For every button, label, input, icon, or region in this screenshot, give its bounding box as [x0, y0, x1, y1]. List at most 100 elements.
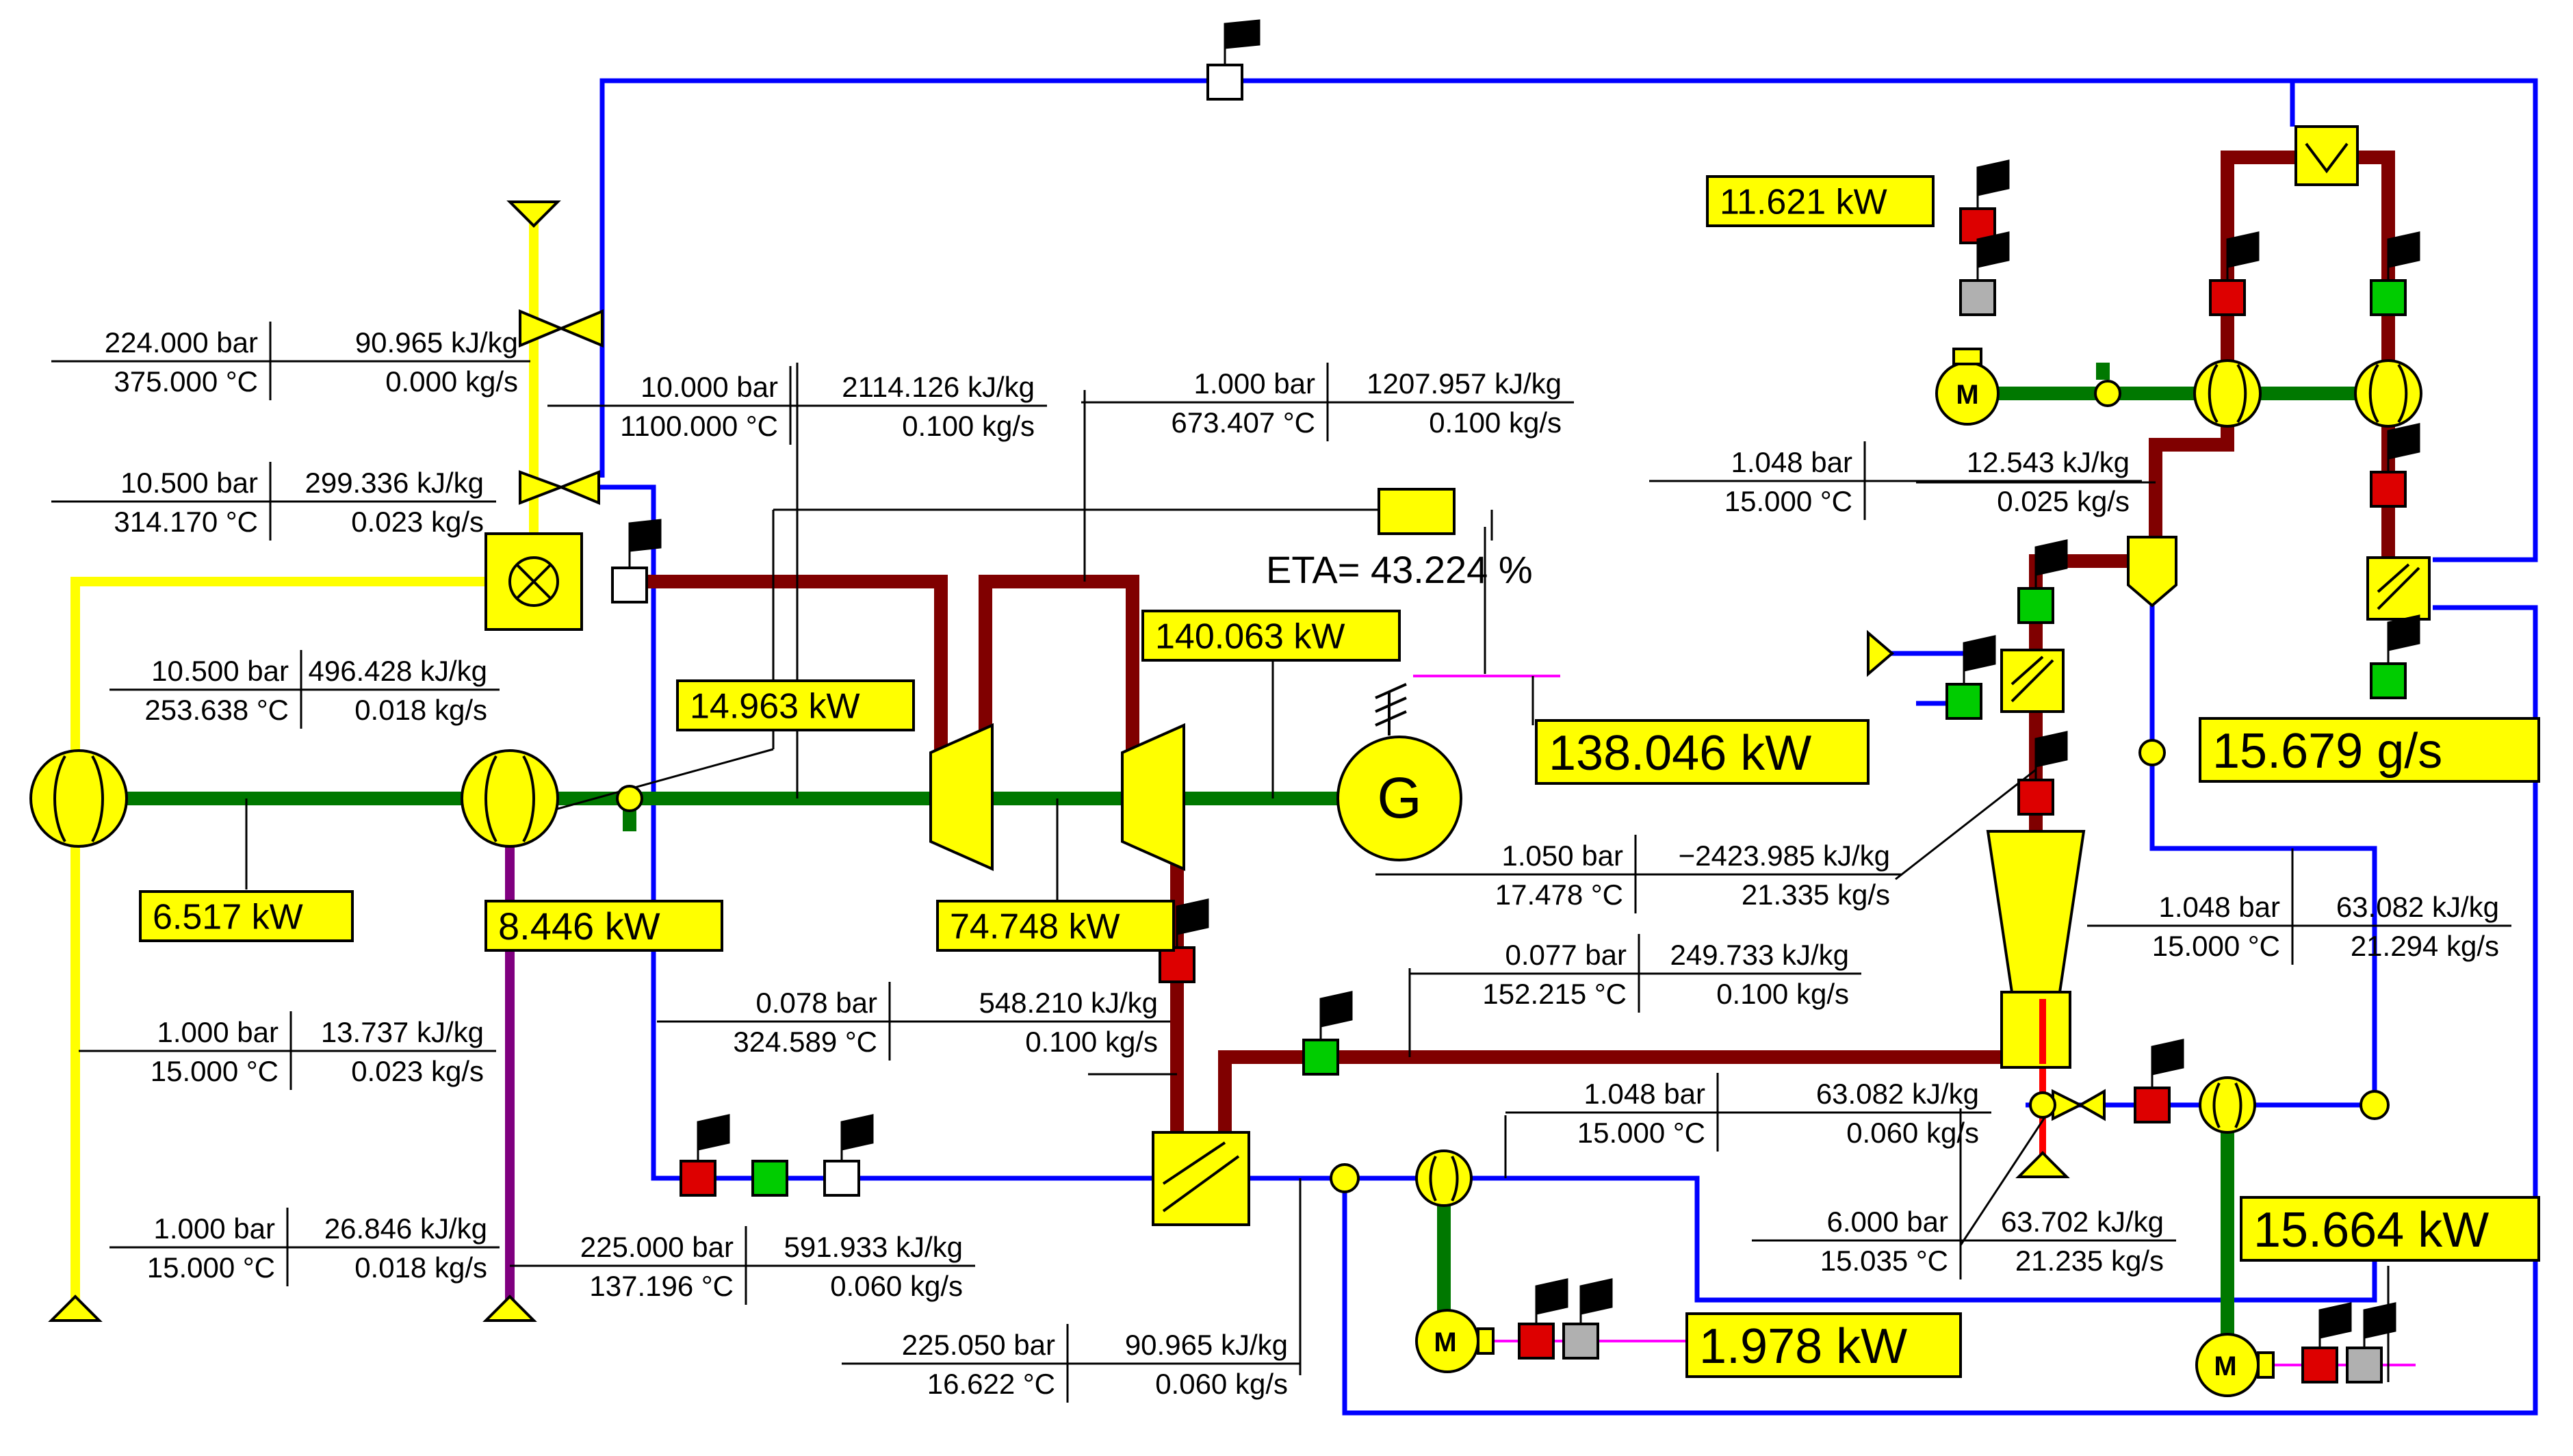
sensor-red[interactable]	[2370, 471, 2407, 508]
pump-loop-pipe	[2149, 588, 2377, 1108]
pump-icon[interactable]	[2199, 1076, 2256, 1134]
heat-exchanger-icon[interactable]	[2366, 556, 2431, 621]
stream-t: 137.196 °C	[589, 1270, 734, 1302]
stream-h: 90.965 kJ/kg	[1125, 1329, 1288, 1361]
splitter-icon[interactable]	[2127, 536, 2177, 608]
sensor-red[interactable]	[2017, 779, 2054, 816]
sensor-red[interactable]	[680, 1160, 716, 1197]
pump-icon[interactable]	[1415, 1149, 1473, 1207]
sensor-green[interactable]	[1302, 1039, 1339, 1076]
sensor-red[interactable]	[1518, 1323, 1555, 1360]
motor-icon[interactable]: M	[1415, 1309, 1495, 1373]
sensor-red[interactable]	[2209, 279, 2246, 316]
stream-h: 63.702 kJ/kg	[2001, 1206, 2164, 1238]
sensor-red[interactable]	[1159, 946, 1195, 983]
junction-node	[2138, 739, 2166, 766]
power-value: 15.664 kW	[2253, 1203, 2489, 1258]
stream-p: 10.500 bar	[151, 655, 289, 687]
junction-node	[616, 785, 643, 812]
stream-h: 496.428 kJ/kg	[308, 655, 487, 687]
heat-exchanger-icon[interactable]	[2000, 649, 2065, 713]
sensor-green[interactable]	[1945, 683, 1982, 720]
valve-icon[interactable]	[519, 309, 604, 348]
power-label-box: 6.517 kW	[139, 890, 354, 942]
combustion-chamber-icon[interactable]	[484, 532, 583, 631]
motor-icon[interactable]: M	[2195, 1333, 2275, 1397]
flag-icon	[2151, 1039, 2184, 1088]
sensor-red[interactable]	[2301, 1347, 2338, 1383]
stream-t: 15.000 °C	[2152, 930, 2280, 962]
sensor-gray[interactable]	[1562, 1323, 1599, 1360]
steam-header-pipe	[623, 575, 948, 759]
power-label-box: 1.978 kW	[1685, 1312, 1962, 1378]
sensor-green[interactable]	[2370, 279, 2407, 316]
flag-icon	[2363, 1302, 2396, 1348]
stream-m: 0.000 kg/s	[385, 365, 518, 398]
condenser-icon[interactable]	[2000, 991, 2071, 1069]
sensor-gray[interactable]	[2346, 1347, 2383, 1383]
sensors	[611, 64, 2407, 1383]
power-label-box: 74.748 kW	[936, 900, 1175, 952]
junction-node	[1330, 1163, 1360, 1193]
sensor-white[interactable]	[1206, 64, 1243, 101]
stream-t: 15.035 °C	[1820, 1245, 1948, 1277]
controller-box[interactable]	[1378, 488, 1456, 535]
stream-h: 2114.126 kJ/kg	[842, 371, 1035, 403]
water-pipes	[575, 78, 2538, 1416]
compressor-icon[interactable]	[1, 1, 2262, 428]
motor-icon[interactable]: M	[1935, 348, 2000, 426]
heat-exchanger-icon[interactable]	[2294, 125, 2359, 186]
power-value: 1.978 kW	[1699, 1319, 1907, 1374]
generator-label: G	[1377, 766, 1421, 830]
stream-h: 63.082 kJ/kg	[2336, 891, 2499, 923]
heat-exchanger-icon[interactable]	[1152, 1131, 1250, 1226]
stream-h: 548.210 kJ/kg	[979, 987, 1158, 1019]
turbine-icon[interactable]	[1121, 723, 1185, 872]
sensor-white[interactable]	[611, 567, 648, 603]
stream-table: 6.000 bar 63.702 kJ/kg 15.035 °C 21.235 kg/…	[1752, 1201, 2176, 1279]
stream-p: 6.000 bar	[1827, 1206, 1948, 1238]
stream-p: 1.000 bar	[154, 1212, 275, 1245]
compressor-icon[interactable]	[2354, 359, 2422, 428]
stream-p: 10.500 bar	[120, 467, 258, 499]
compressor-icon[interactable]	[29, 749, 128, 848]
stream-m: 0.025 kg/s	[1997, 485, 2130, 517]
power-label-box: 8.446 kW	[484, 900, 723, 952]
shaft-sensor-green	[2096, 363, 2110, 380]
stream-m: 21.235 kg/s	[2015, 1245, 2164, 1277]
sensor-green[interactable]	[2017, 587, 2054, 624]
valve-icon[interactable]	[519, 470, 600, 506]
flag-icon	[1224, 19, 1260, 65]
sensor-white[interactable]	[823, 1160, 860, 1197]
stream-p: 225.050 bar	[902, 1329, 1055, 1361]
flag-icon	[2318, 1302, 2352, 1348]
compressor-icon[interactable]	[461, 749, 559, 848]
turbine-crossover-pipe	[979, 575, 1139, 759]
stream-t: 253.638 °C	[144, 694, 289, 726]
turbine-icon[interactable]	[929, 723, 994, 872]
sensor-red[interactable]	[2134, 1087, 2171, 1123]
stream-p: 0.077 bar	[1505, 939, 1627, 971]
flags	[628, 19, 2420, 1348]
stream-t: 15.000 °C	[1724, 485, 1852, 517]
diffuser-icon[interactable]	[1986, 830, 2086, 993]
sensor-green[interactable]	[2370, 662, 2407, 699]
power-value: 8.446 kW	[498, 905, 660, 948]
valve-icon[interactable]	[2052, 1089, 2106, 1121]
sensor-gray[interactable]	[1959, 279, 1996, 316]
stream-m: 21.294 kg/s	[2351, 930, 2499, 962]
stream-m: 0.060 kg/s	[1846, 1117, 1979, 1149]
stream-t: 15.000 °C	[147, 1251, 275, 1284]
stream-p: 224.000 bar	[105, 326, 258, 359]
sensor-green[interactable]	[751, 1160, 788, 1197]
stream-h: 13.737 kJ/kg	[321, 1016, 484, 1048]
generator-icon[interactable]: G	[1336, 683, 1462, 861]
stream-p: 10.000 bar	[641, 371, 778, 403]
